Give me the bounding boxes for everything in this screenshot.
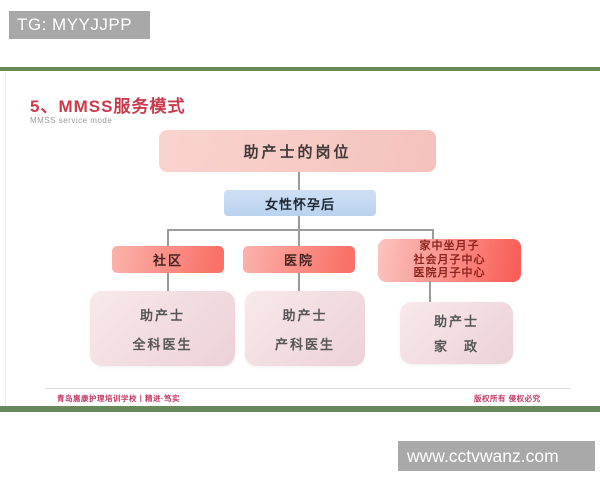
slide-left-edge	[5, 72, 6, 406]
confinement-line-social-center: 社会月子中心	[413, 253, 486, 266]
footer-school-name: 青岛惠康护理培训学校丨精进·笃实	[57, 394, 180, 403]
branch-node-confinement-centers: 家中坐月子 社会月子中心 医院月子中心	[378, 239, 521, 282]
connector-stage-down	[298, 216, 300, 247]
telegram-watermark-banner: TG: MYYJJPP	[9, 11, 150, 39]
diagram-stage-node: 女性怀孕后	[224, 190, 376, 216]
leaf-midwife-label: 助产士	[433, 314, 479, 329]
leaf-gp-label: 全科医生	[132, 336, 193, 352]
leaf-obstetrician-label: 产科医生	[274, 336, 335, 352]
connector-horizontal-rail	[167, 229, 434, 231]
footer-separator-line	[45, 388, 570, 389]
confinement-line-home: 家中坐月子	[419, 240, 480, 253]
top-green-divider	[0, 67, 600, 71]
branch-node-community: 社区	[112, 246, 224, 273]
telegram-watermark-text: TG: MYYJJPP	[17, 15, 133, 34]
connector-confinement-to-leaf	[429, 281, 431, 302]
connector-stub-left	[167, 229, 169, 247]
slide-subtitle: MMSS service mode	[30, 116, 113, 125]
connector-stub-right	[432, 229, 434, 240]
leaf-node-obstetrician: 助产士 产科医生	[245, 291, 365, 366]
bottom-green-divider	[0, 406, 600, 412]
connector-root-to-stage	[298, 172, 300, 190]
leaf-housekeeping-label: 家 政	[433, 339, 479, 354]
leaf-midwife-label: 助产士	[282, 307, 328, 323]
confinement-line-hospital-center: 医院月子中心	[413, 267, 486, 280]
leaf-node-general-practitioner: 助产士 全科医生	[90, 291, 235, 366]
leaf-node-housekeeping: 助产士 家 政	[400, 302, 513, 364]
connector-hospital-to-leaf	[298, 273, 300, 291]
slide-title: 5、MMSS服务模式	[30, 97, 186, 116]
footer-copyright: 版权所有 侵权必究	[474, 394, 541, 403]
site-watermark-box: www.cctvwanz.com	[398, 441, 595, 471]
connector-community-to-leaf	[167, 273, 169, 291]
leaf-midwife-label: 助产士	[139, 307, 185, 323]
branch-node-hospital: 医院	[243, 246, 355, 273]
diagram-root-node: 助产士的岗位	[159, 130, 436, 172]
site-watermark-text: www.cctvwanz.com	[407, 446, 559, 466]
